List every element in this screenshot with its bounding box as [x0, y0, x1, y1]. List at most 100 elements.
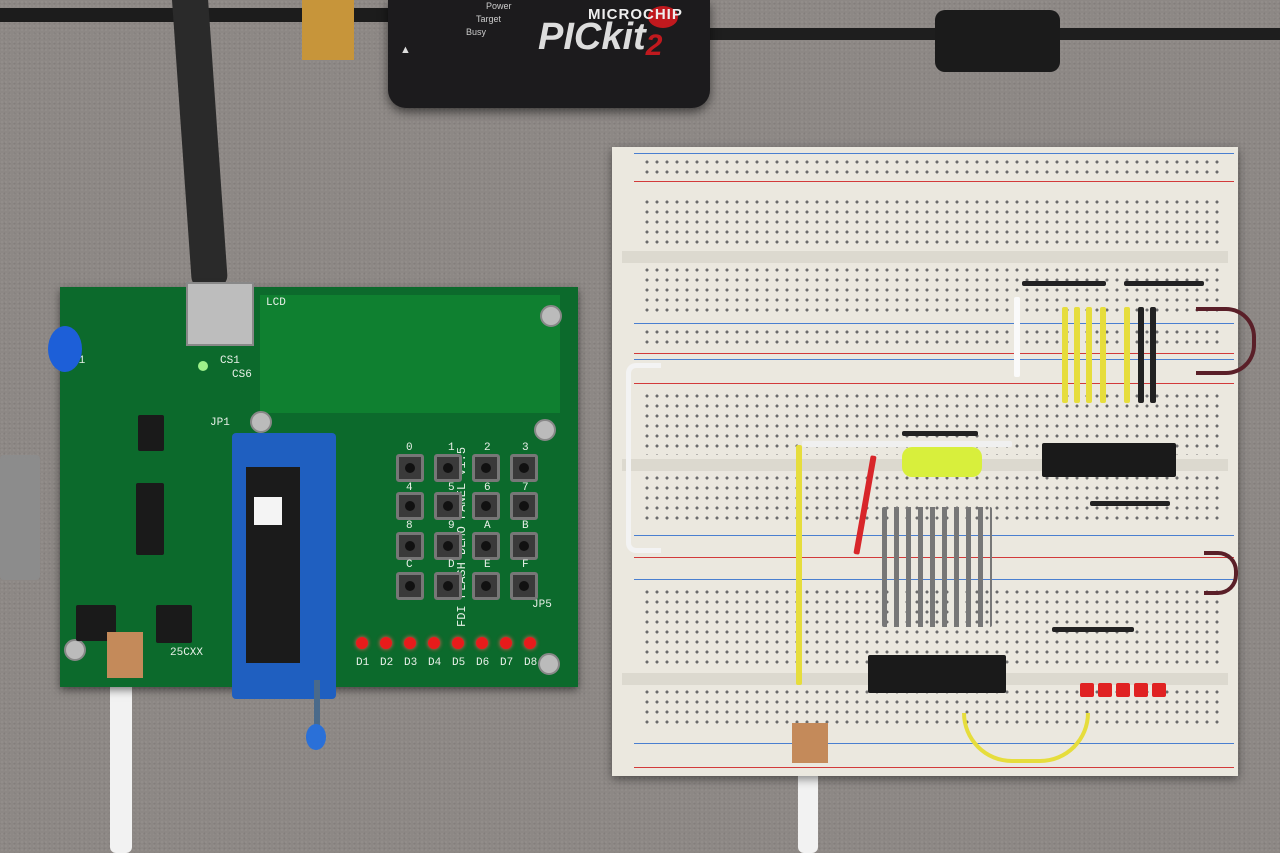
- maroon-wire: [1196, 307, 1256, 375]
- zif-lever-knob[interactable]: [306, 724, 326, 750]
- programmer-model-name: PICkit: [538, 16, 646, 58]
- zif-lever[interactable]: [314, 680, 320, 742]
- screw: [250, 411, 272, 433]
- key-label: 4: [406, 482, 413, 494]
- led-label: D2: [380, 657, 394, 669]
- key-label: 6: [484, 482, 491, 494]
- keypad-button-c[interactable]: [396, 572, 424, 600]
- ic-chip: [136, 483, 164, 555]
- usb-jack: [186, 282, 254, 346]
- led-d1: [356, 637, 368, 649]
- key-label: D: [448, 559, 455, 571]
- keypad-button-3[interactable]: [510, 454, 538, 482]
- center-channel: [622, 251, 1228, 263]
- yellow-wire: [796, 445, 802, 685]
- power-rail-blue: [634, 359, 1234, 360]
- led-d5: [452, 637, 464, 649]
- key-label: 7: [522, 482, 529, 494]
- bb-red-led: [1080, 683, 1094, 697]
- key-label: A: [484, 520, 491, 532]
- grey-wire-bundle: [882, 507, 992, 627]
- keypad-button-2[interactable]: [472, 454, 500, 482]
- keypad-button-5[interactable]: [434, 492, 462, 520]
- key-label: B: [522, 520, 529, 532]
- jumper-label: CS6: [232, 369, 252, 381]
- led-label: D6: [476, 657, 490, 669]
- rail-holes: [642, 157, 1222, 179]
- keypad-button-1[interactable]: [434, 454, 462, 482]
- potentiometer: [48, 326, 82, 372]
- led-d7: [500, 637, 512, 649]
- key-label: 0: [406, 442, 413, 454]
- zif-socket: [232, 433, 336, 699]
- power-rail-blue: [634, 153, 1234, 154]
- pickit2-programmer: Power Target Busy ▲ MICROCHIP PICkit2: [388, 0, 710, 108]
- white-cable-breadboard: [798, 760, 818, 853]
- microchip-logo-icon: [648, 6, 678, 28]
- keypad-button-a[interactable]: [472, 532, 500, 560]
- breadboard: [612, 147, 1256, 776]
- yellow-green-wire: [902, 447, 982, 477]
- power-rail-blue: [634, 743, 1234, 744]
- power-rail-red: [634, 767, 1234, 768]
- led-label: D7: [500, 657, 514, 669]
- keypad-button-0[interactable]: [396, 454, 424, 482]
- programmer-model-suffix: 2: [645, 29, 663, 62]
- led-d3: [404, 637, 416, 649]
- keypad-button-8[interactable]: [396, 532, 424, 560]
- black-wire: [1090, 501, 1170, 506]
- target-label: Target: [476, 14, 502, 24]
- jumper-label: CS1: [220, 355, 240, 367]
- black-wire: [1124, 281, 1204, 286]
- eeprom-chip: [246, 467, 300, 663]
- rail-holes: [642, 327, 1222, 349]
- jumper-label: JP1: [210, 417, 230, 429]
- bb-red-led: [1098, 683, 1112, 697]
- usb-cable-to-board: [172, 0, 229, 290]
- dip-ic-upper: [1042, 443, 1176, 477]
- power-rail-red: [634, 181, 1234, 182]
- yellow-wire-loop: [962, 713, 1090, 763]
- power-rail-red: [634, 383, 1234, 384]
- keypad-button-f[interactable]: [510, 572, 538, 600]
- key-label: 8: [406, 520, 413, 532]
- white-wire: [802, 441, 1012, 447]
- yellow-wire: [1062, 307, 1068, 403]
- ic-chip: [138, 415, 164, 451]
- bb-red-led: [1152, 683, 1166, 697]
- power-rail-red: [634, 353, 1234, 354]
- black-wire: [1022, 281, 1106, 286]
- ic-chip: [156, 605, 192, 643]
- power-rail-blue: [634, 323, 1234, 324]
- keypad-button-9[interactable]: [434, 532, 462, 560]
- power-label: Power: [486, 1, 512, 11]
- led-label: D4: [428, 657, 442, 669]
- keypad-button-7[interactable]: [510, 492, 538, 520]
- black-wire: [1138, 307, 1144, 403]
- terminal-holes: [642, 197, 1222, 249]
- keypad-button-d[interactable]: [434, 572, 462, 600]
- led-label: D3: [404, 657, 418, 669]
- led-d6: [476, 637, 488, 649]
- chip-label: 25CXX: [170, 647, 204, 659]
- keypad-button-6[interactable]: [472, 492, 500, 520]
- programmer-model: PICkit2: [538, 16, 662, 63]
- terminal-holes: [642, 265, 1222, 317]
- jumper-label: JP5: [532, 599, 552, 611]
- ferrite-bead: [935, 10, 1060, 72]
- led-d8: [524, 637, 536, 649]
- black-wire: [1150, 307, 1156, 403]
- screw: [540, 305, 562, 327]
- keypad-button-b[interactable]: [510, 532, 538, 560]
- serial-connector: [0, 455, 40, 580]
- bb-red-led: [1116, 683, 1130, 697]
- keypad-button-e[interactable]: [472, 572, 500, 600]
- status-led-green: [198, 361, 208, 371]
- ribbon-connector-top: [302, 0, 354, 60]
- screw: [64, 639, 86, 661]
- key-label: 9: [448, 520, 455, 532]
- triangle-icon: ▲: [400, 44, 411, 56]
- programmer-led-labels: Power Target Busy: [466, 0, 512, 39]
- yellow-wire: [1086, 307, 1092, 403]
- keypad-button-4[interactable]: [396, 492, 424, 520]
